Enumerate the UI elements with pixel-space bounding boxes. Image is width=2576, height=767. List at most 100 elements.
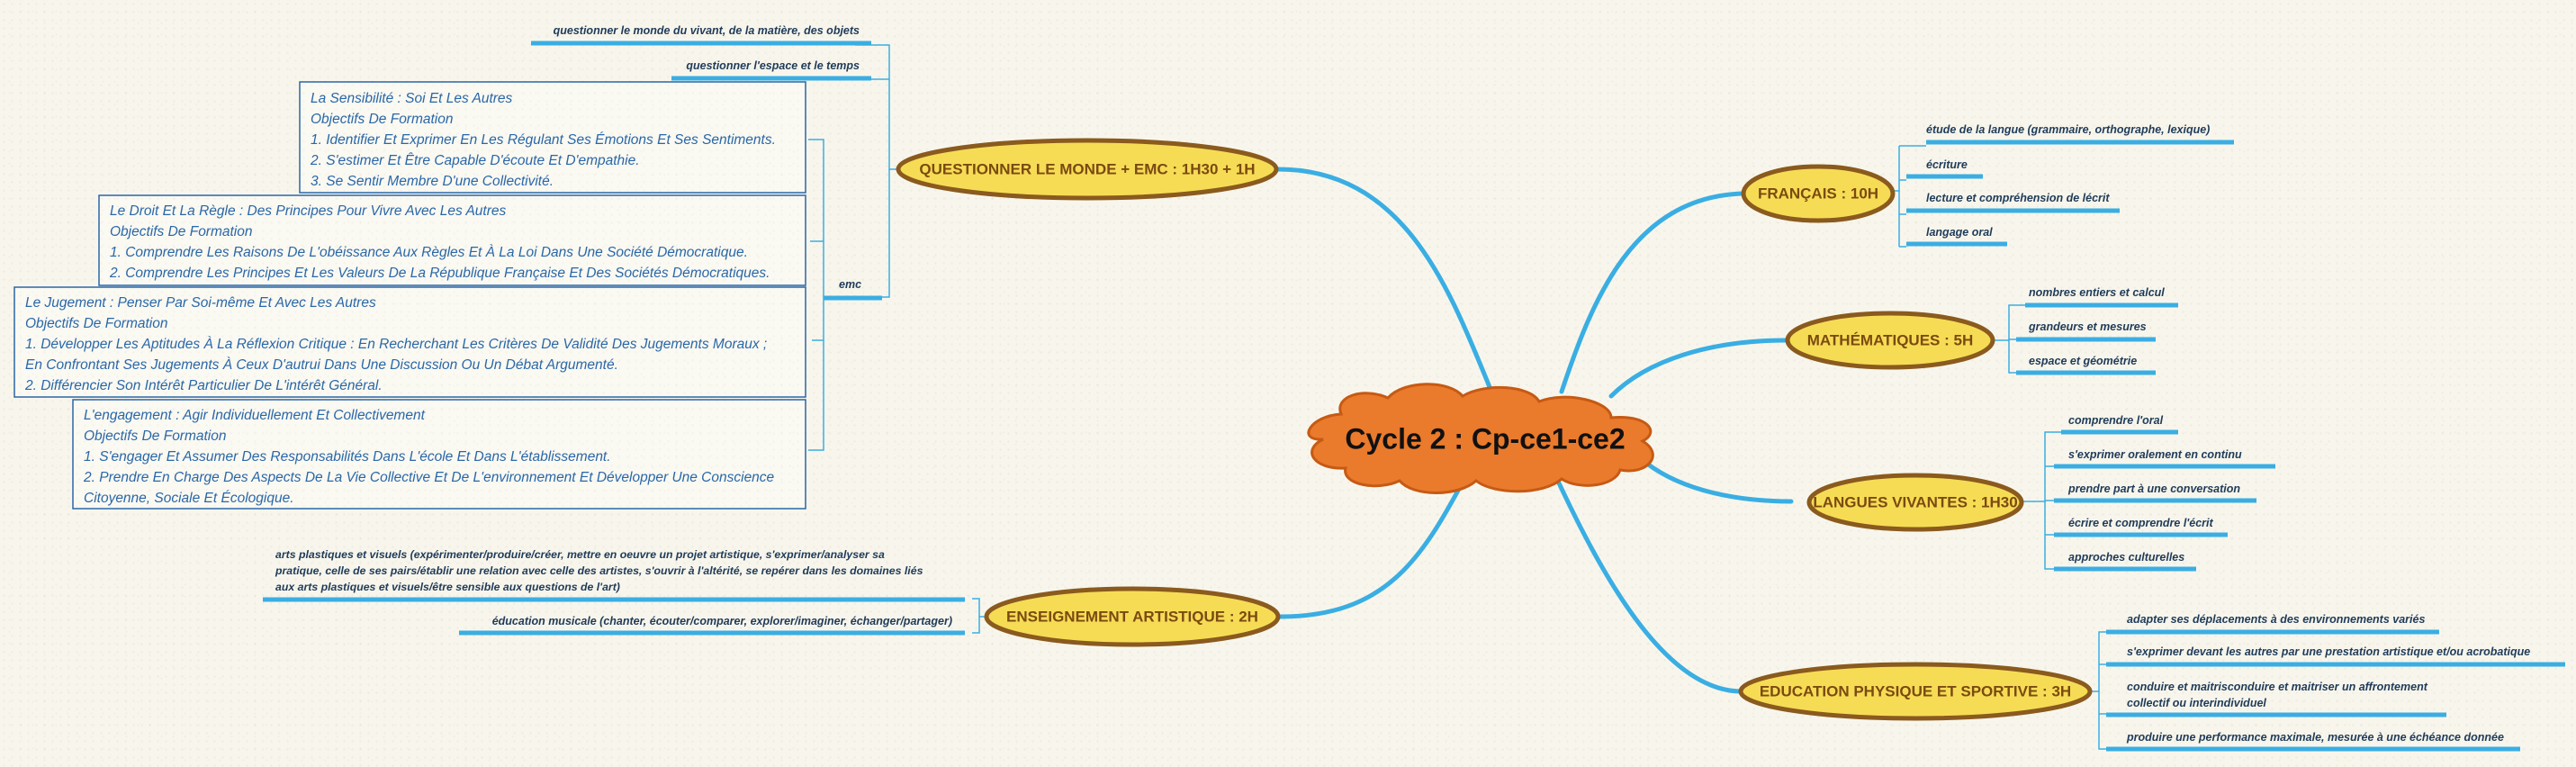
- francais-item-2[interactable]: écriture: [1906, 158, 1983, 179]
- eps-item-3[interactable]: conduire et maitrisconduire et maitriser…: [2106, 681, 2446, 717]
- leaf-label: espace et géométrie: [2029, 355, 2137, 367]
- langues-item-4[interactable]: écrire et comprendre l'écrit: [2054, 517, 2228, 537]
- node-francais[interactable]: FRANÇAIS : 10H: [1741, 164, 1896, 223]
- emc-box-line: 1. Identifier Et Exprimer En Les Régulan…: [311, 132, 776, 148]
- emc-box-line: L'engagement : Agir Individuellement Et …: [84, 408, 426, 423]
- node-maths-label: MATHÉMATIQUES : 5H: [1807, 331, 1973, 348]
- node-francais-shape: [1741, 164, 1896, 223]
- leaf-label: écrire et comprendre l'écrit: [2068, 517, 2214, 529]
- emc-box-line: 1. Développer Les Aptitudes À La Réflexi…: [25, 337, 767, 352]
- leaf-label-line-1: arts plastiques et visuels (expérimenter…: [275, 548, 885, 561]
- leaf-label: lecture et compréhension de lécrit: [1926, 192, 2110, 204]
- emc-box-line: Objectifs De Formation: [25, 316, 168, 331]
- maths-item-3[interactable]: espace et géométrie: [2016, 355, 2156, 375]
- francais-items: étude de la langue (grammaire, orthograp…: [1906, 123, 2234, 247]
- monde-items: questionner le monde du vivant, de la ma…: [531, 24, 882, 301]
- eps-items: adapter ses déplacements à des environne…: [2106, 613, 2565, 752]
- eps-item-4[interactable]: produire une performance maximale, mesur…: [2106, 731, 2520, 752]
- emc-box-line: 1. Comprendre Les Raisons De L'obéissanc…: [110, 245, 748, 260]
- langues-item-3[interactable]: prendre part à une conversation: [2054, 483, 2256, 503]
- node-eps[interactable]: EDUCATION PHYSIQUE ET SPORTIVE : 3H: [1738, 662, 2093, 721]
- langues-item-5[interactable]: approches culturelles: [2054, 551, 2196, 572]
- branch-line-langues: [1644, 461, 1794, 504]
- branch-line-francais: [1559, 191, 1744, 394]
- node-monde-shape: [896, 138, 1279, 201]
- emc-label: emc: [839, 278, 861, 291]
- leaf-label: comprendre l'oral: [2068, 414, 2164, 427]
- emc-box-line: Le Droit Et La Règle : Des Principes Pou…: [110, 203, 506, 219]
- maths-item-1[interactable]: nombres entiers et calcul: [2025, 286, 2178, 308]
- center-title: Cycle 2 : Cp-ce1-ce2: [1345, 422, 1625, 455]
- arts-item-1[interactable]: arts plastiques et visuels (expérimenter…: [263, 548, 965, 602]
- leaf-label: approches culturelles: [2068, 551, 2184, 564]
- francais-item-4[interactable]: langage oral: [1906, 226, 2007, 247]
- emc-box-line: 2. S'estimer Et Être Capable D'écoute Et…: [310, 153, 640, 168]
- node-francais-label: FRANÇAIS : 10H: [1758, 185, 1878, 202]
- leaf-label: éducation musicale (chanter, écouter/com…: [492, 615, 952, 627]
- node-monde-label: QUESTIONNER LE MONDE + EMC : 1H30 + 1H: [919, 160, 1255, 177]
- francais-item-3[interactable]: lecture et compréhension de lécrit: [1906, 192, 2120, 213]
- leaf-label: s'exprimer devant les autres par une pre…: [2127, 645, 2530, 658]
- node-langues[interactable]: LANGUES VIVANTES : 1H30: [1806, 473, 2024, 532]
- emc-box-sensibilite[interactable]: La Sensibilité : Soi Et Les Autres Objec…: [299, 81, 806, 194]
- leaf-label-line-1: conduire et maitrisconduire et maitriser…: [2127, 681, 2428, 693]
- emc-box-border: [299, 81, 806, 194]
- branch-line-arts: [1277, 474, 1468, 619]
- emc-box-border: [72, 399, 806, 510]
- emc-box-droit-regle[interactable]: Le Droit Et La Règle : Des Principes Pou…: [98, 194, 806, 286]
- emc-box-line: La Sensibilité : Soi Et Les Autres: [311, 91, 513, 106]
- leaf-label: nombres entiers et calcul: [2029, 286, 2165, 299]
- francais-item-1[interactable]: étude de la langue (grammaire, orthograp…: [1926, 123, 2234, 145]
- leaf-label: produire une performance maximale, mesur…: [2126, 731, 2504, 744]
- emc-box-jugement[interactable]: Le Jugement : Penser Par Soi-même Et Ave…: [14, 286, 806, 398]
- leaf-label: s'exprimer oralement en continu: [2068, 448, 2242, 461]
- leaf-label: écriture: [1926, 158, 1968, 171]
- leaf-label: adapter ses déplacements à des environne…: [2127, 613, 2425, 626]
- main-branches: [1275, 167, 1794, 694]
- node-langues-shape: [1806, 473, 2024, 532]
- emc-box-line: 1. S'engager Et Assumer Des Responsabili…: [84, 449, 611, 465]
- leaf-label: questionner le monde du vivant, de la ma…: [554, 24, 860, 37]
- leaf-label: grandeurs et mesures: [2028, 320, 2147, 333]
- branch-line-monde: [1275, 167, 1492, 390]
- arts-item-2[interactable]: éducation musicale (chanter, écouter/com…: [459, 615, 965, 636]
- emc-box-border: [98, 194, 806, 286]
- emc-box-line: Objectifs De Formation: [84, 429, 227, 444]
- emc-box-line: Citoyenne, Sociale Et Écologique.: [84, 491, 294, 506]
- emc-node[interactable]: emc: [824, 278, 882, 301]
- eps-item-1[interactable]: adapter ses déplacements à des environne…: [2106, 613, 2439, 635]
- maths-item-2[interactable]: grandeurs et mesures: [2016, 320, 2156, 342]
- emc-box-line: Objectifs De Formation: [311, 112, 454, 127]
- emc-box-line: 3. Se Sentir Membre D'une Collectivité.: [311, 174, 554, 189]
- emc-boxes: La Sensibilité : Soi Et Les Autres Objec…: [14, 81, 806, 510]
- node-maths-shape: [1785, 311, 1995, 370]
- node-arts-shape: [984, 586, 1281, 647]
- center-node[interactable]: Cycle 2 : Cp-ce1-ce2: [1307, 383, 1654, 494]
- emc-box-engagement[interactable]: L'engagement : Agir Individuellement Et …: [72, 399, 806, 510]
- monde-item-1[interactable]: questionner le monde du vivant, de la ma…: [531, 24, 871, 46]
- emc-box-line: 2. Différencier Son Intérêt Particulier …: [24, 378, 383, 393]
- branch-line-eps: [1553, 473, 1744, 694]
- monde-item-2[interactable]: questionner l'espace et le temps: [671, 59, 871, 81]
- eps-item-2[interactable]: s'exprimer devant les autres par une pre…: [2106, 645, 2565, 667]
- node-monde[interactable]: QUESTIONNER LE MONDE + EMC : 1H30 + 1H: [896, 138, 1279, 201]
- leaf-label: prendre part à une conversation: [2067, 483, 2240, 495]
- langues-item-2[interactable]: s'exprimer oralement en continu: [2054, 448, 2275, 469]
- node-eps-shape: [1738, 662, 2093, 721]
- emc-box-line: 2. Comprendre Les Principes Et Les Valeu…: [109, 266, 770, 281]
- leaf-label: questionner l'espace et le temps: [686, 59, 860, 72]
- langues-item-1[interactable]: comprendre l'oral: [2061, 414, 2178, 435]
- branch-line-maths: [1608, 338, 1789, 399]
- node-maths[interactable]: MATHÉMATIQUES : 5H: [1785, 311, 1995, 370]
- emc-box-line: 2. Prendre En Charge Des Aspects De La V…: [83, 470, 775, 485]
- leaf-label: étude de la langue (grammaire, orthograp…: [1926, 123, 2210, 136]
- emc-box-line: Objectifs De Formation: [110, 224, 253, 239]
- langues-items: comprendre l'oral s'exprimer oralement e…: [2054, 414, 2275, 572]
- node-arts-label: ENSEIGNEMENT ARTISTIQUE : 2H: [1006, 608, 1258, 625]
- leaf-label-line-3: aux arts plastiques et visuels/être sens…: [275, 581, 620, 593]
- node-arts[interactable]: ENSEIGNEMENT ARTISTIQUE : 2H: [984, 586, 1281, 647]
- node-eps-label: EDUCATION PHYSIQUE ET SPORTIVE : 3H: [1760, 682, 2071, 699]
- emc-box-line: En Confrontant Ses Jugements À Ceux D'au…: [25, 357, 618, 373]
- center-cloud: [1307, 383, 1654, 494]
